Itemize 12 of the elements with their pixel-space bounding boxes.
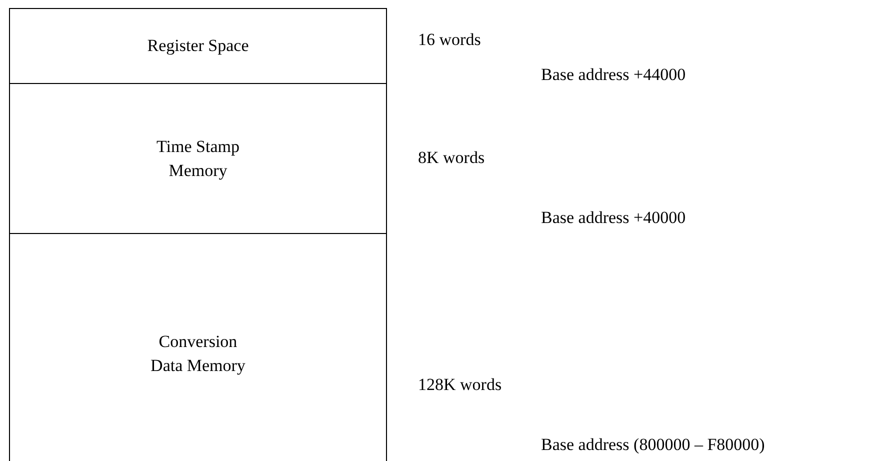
base-address-label: Base address (800000 – F80000) bbox=[541, 435, 765, 455]
region-name: Conversion Data Memory bbox=[150, 330, 246, 377]
base-address-label: Base address +40000 bbox=[541, 208, 686, 228]
region-name: Register Space bbox=[147, 35, 249, 57]
region-size: 128K words bbox=[418, 375, 502, 395]
memory-region-box bbox=[9, 83, 387, 234]
memory-region-box bbox=[9, 8, 387, 84]
region-size: 16 words bbox=[418, 30, 481, 50]
region-size: 8K words bbox=[418, 148, 485, 168]
base-address-label: Base address +44000 bbox=[541, 65, 686, 85]
region-name: Time Stamp Memory bbox=[156, 136, 240, 182]
memory-region-box bbox=[9, 233, 387, 461]
